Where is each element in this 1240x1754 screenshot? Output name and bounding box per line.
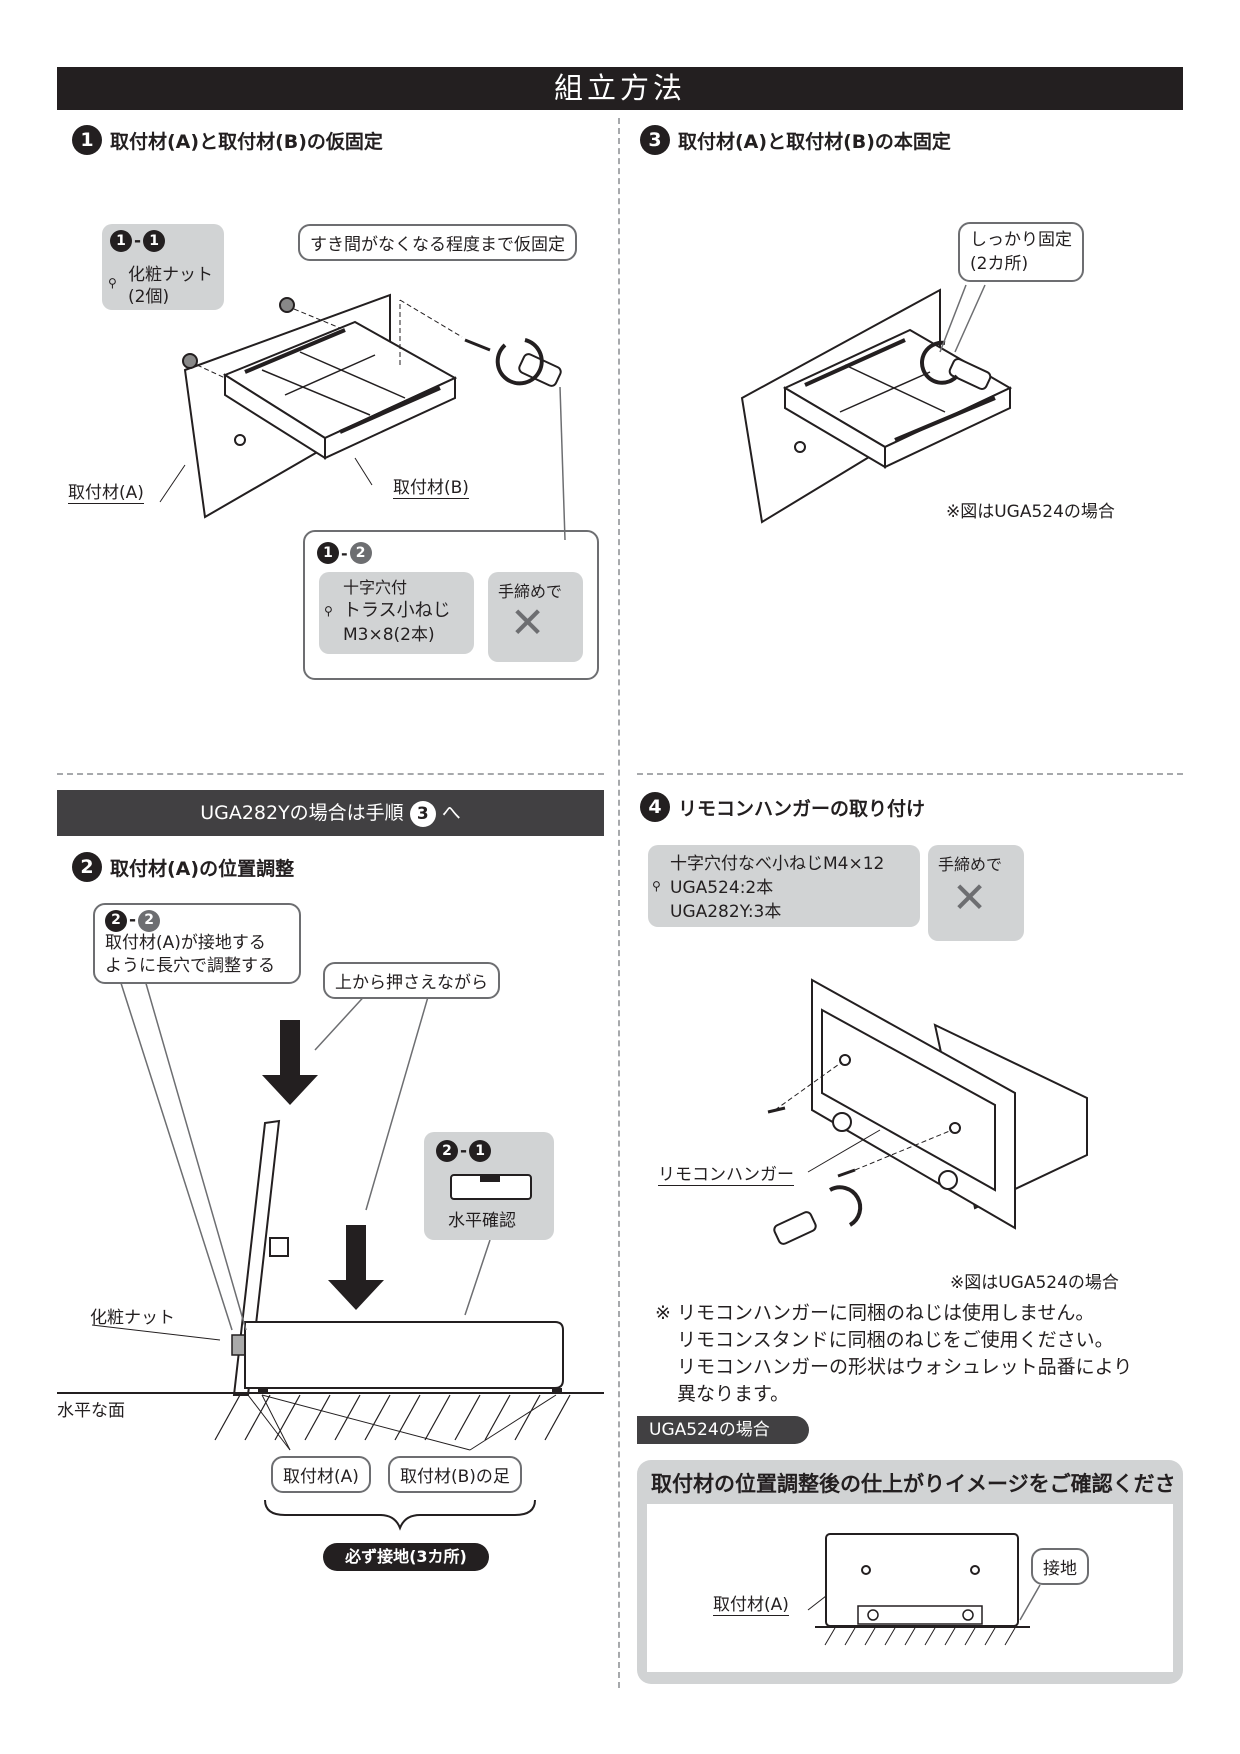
- step2-number: 2: [72, 852, 102, 882]
- step1-2-line2: トラス小ねじ: [343, 600, 451, 621]
- step4-screw-icon: ⚲: [652, 879, 661, 893]
- step1-label-a: 取付材(A): [68, 478, 144, 504]
- step4-screw-box: ⚲ 十字穴付なべ小ねじM4×12 UGA524:2本 UGA282Y:3本: [648, 845, 920, 927]
- step2-2-callout: 2 - 2 取付材(A)が接地する ように長穴で調整する: [93, 903, 301, 984]
- vertical-divider: [618, 118, 620, 1688]
- step3-number: 3: [640, 125, 670, 155]
- step1-1-nut-box: 1 - 1 ⚲ 化粧ナット (2個): [102, 224, 224, 310]
- confirm-ground-callout: 接地: [1031, 1548, 1089, 1585]
- banner-step-number: 3: [409, 800, 436, 827]
- horizontal-divider-right: [637, 773, 1183, 775]
- step1-gap-callout: すき間がなくなる程度まで仮固定: [298, 224, 577, 261]
- step4-title: リモコンハンガーの取り付け: [678, 797, 926, 820]
- step2-1-text: 水平確認: [448, 1211, 516, 1231]
- step4-hand-text: 手締めで: [938, 855, 1003, 874]
- step1-title: 取付材(A)と取付材(B)の仮固定: [110, 130, 383, 153]
- confirm-label-a: 取付材(A): [713, 1590, 789, 1616]
- uga282y-banner: UGA282Yの場合は手順 3 へ: [57, 790, 604, 836]
- step1-2-label: 1: [317, 542, 339, 564]
- step4-hand-box: 手締めで ✕: [928, 845, 1024, 941]
- step2-press-callout: 上から押さえながら: [323, 962, 500, 999]
- step2-heading: 2 取付材(A)の位置調整: [72, 852, 294, 882]
- step1-2-line3: M3×8(2本): [343, 625, 435, 645]
- step4-notes: ※ リモコンハンガーに同梱のねじは使用しません。 リモコンスタンドに同梱のねじを…: [655, 1300, 1132, 1408]
- banner-arrow: へ: [441, 802, 461, 824]
- step4-note-figure: ※図はUGA524の場合: [950, 1273, 1119, 1293]
- step1-heading: 1 取付材(A)と取付材(B)の仮固定: [72, 125, 383, 155]
- step4-note-line3: リモコンハンガーの形状はウォシュレット品番により: [677, 1356, 1133, 1378]
- step2-2-line1: 取付材(A)が接地する: [105, 933, 266, 953]
- step2-2-dash: -: [129, 910, 137, 930]
- step4-label-hanger: リモコンハンガー: [658, 1160, 794, 1186]
- step2-2-label: 2: [105, 909, 127, 932]
- confirm-image-area: [647, 1504, 1173, 1672]
- step4-note-line2: リモコンスタンドに同梱のねじをご使用ください。: [677, 1329, 1114, 1351]
- must-ground-badge: 必ず接地(3カ所): [323, 1543, 489, 1571]
- step2-label-a: 取付材(A): [271, 1456, 371, 1493]
- step3-heading: 3 取付材(A)と取付材(B)の本固定: [640, 125, 951, 155]
- step2-1-num: 1: [469, 1140, 492, 1162]
- step1-2-screw-box: ⚲ 十字穴付 トラス小ねじ M3×8(2本): [319, 572, 474, 654]
- step4-note-line1: ※ リモコンハンガーに同梱のねじは使用しません。: [655, 1302, 1095, 1324]
- no-power-tool-icon: ✕: [510, 598, 546, 647]
- step1-1-item: 化粧ナット: [128, 265, 213, 285]
- step3-callout-fix: しっかり固定: [970, 230, 1072, 250]
- step2-1-level-box: 2 - 1 水平確認: [424, 1132, 554, 1240]
- step3-title: 取付材(A)と取付材(B)の本固定: [678, 130, 951, 153]
- step2-label-floor: 水平な面: [57, 1401, 125, 1421]
- step2-label-nut: 化粧ナット: [90, 1308, 175, 1328]
- confirm-panel: 取付材の位置調整後の仕上がりイメージをご確認ください: [637, 1460, 1183, 1684]
- uga524-tag: UGA524の場合: [637, 1416, 809, 1444]
- step1-2-hand-box: 手締めで ✕: [488, 572, 583, 662]
- horizontal-divider-left: [57, 773, 604, 775]
- step2-1-label: 2: [436, 1140, 458, 1162]
- step1-1-dash: -: [134, 231, 142, 251]
- step1-2-hand-text: 手締めで: [498, 582, 563, 601]
- step2-1-dash: -: [460, 1141, 468, 1161]
- step4-number: 4: [640, 792, 670, 822]
- step3-note: ※図はUGA524の場合: [946, 502, 1115, 522]
- step1-2-screw-panel: 1 - 2 ⚲ 十字穴付 トラス小ねじ M3×8(2本) 手締めで ✕: [303, 530, 599, 680]
- page-title: 組立方法: [57, 67, 1183, 110]
- step4-no-power-tool-icon: ✕: [952, 873, 988, 922]
- step4-screw-line3: UGA282Y:3本: [670, 902, 782, 922]
- nut-icon: ⚲: [108, 276, 117, 290]
- step4-note-line4: 異なります。: [677, 1383, 790, 1405]
- step1-2-num: 2: [349, 542, 372, 564]
- step1-2-dash: -: [341, 543, 348, 563]
- step2-label-b: 取付材(B)の足: [388, 1456, 522, 1493]
- step1-1-label: 1: [110, 230, 132, 252]
- banner-text: UGA282Yの場合は手順: [200, 802, 404, 824]
- step2-2-line2: ように長穴で調整する: [105, 956, 275, 976]
- step1-label-b: 取付材(B): [393, 473, 469, 499]
- step2-title: 取付材(A)の位置調整: [110, 857, 295, 880]
- step3-callout-count: (2カ所): [970, 254, 1029, 274]
- step1-number: 1: [72, 125, 102, 155]
- step1-2-line1: 十字穴付: [343, 578, 408, 597]
- step4-screw-line1: 十字穴付なべ小ねじM4×12: [670, 854, 885, 874]
- step1-1-qty: (2個): [128, 287, 170, 307]
- level-icon: [450, 1174, 532, 1200]
- step1-1-num: 1: [143, 230, 166, 252]
- step3-fix-callout: しっかり固定 (2カ所): [958, 222, 1084, 282]
- step4-screw-line2: UGA524:2本: [670, 878, 774, 898]
- screw-icon: ⚲: [324, 604, 333, 618]
- step2-2-num: 2: [138, 909, 161, 932]
- step4-heading: 4 リモコンハンガーの取り付け: [640, 792, 925, 822]
